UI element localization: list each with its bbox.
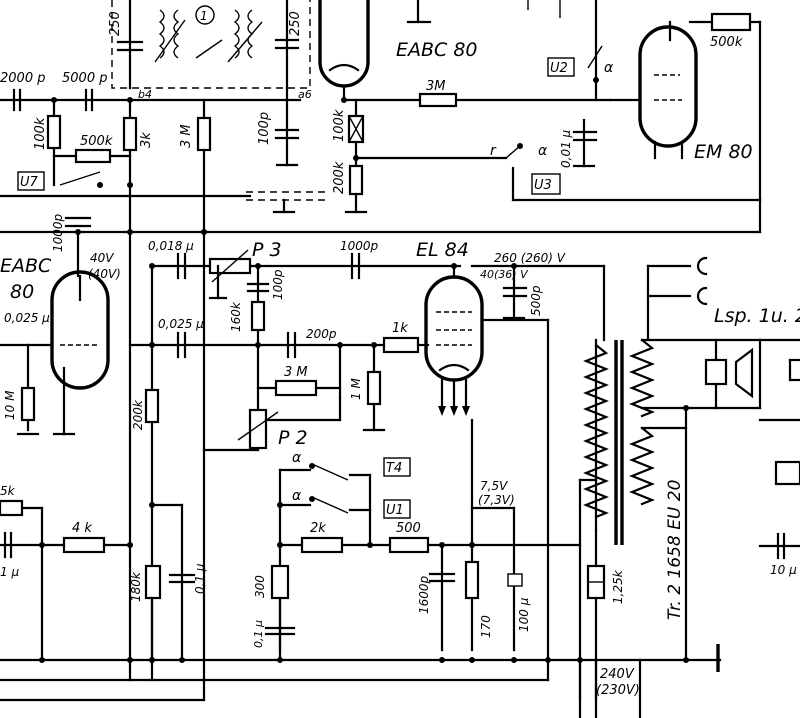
cap-200p-label: 200p: [306, 327, 337, 341]
voltage-7-3-label: (7,3V): [478, 493, 515, 507]
tube-eabc-left-label: EABC: [0, 255, 52, 277]
voltage-260-label: 260 (260) V: [494, 251, 566, 265]
res-10m-label: 10 M: [3, 390, 17, 420]
voltage-230-label: (230V): [596, 683, 640, 698]
cap-100u-label: 100 µ: [517, 597, 531, 632]
cap-100p-p3-label: 100p: [271, 269, 285, 300]
transformer-label: Tr. 2 1658 EU 20: [665, 480, 685, 620]
label-b4: b4: [138, 88, 152, 101]
tube-80-left-label: 80: [10, 281, 34, 303]
contact-alpha-u2-label: α: [604, 60, 614, 76]
res-200k-column-label: 200k: [131, 399, 145, 430]
res-200k-detector-label: 200k: [332, 161, 347, 194]
lower-left-network: [0, 499, 196, 662]
input-network: [0, 88, 252, 682]
tube-eabc80-top-label: EABC 80: [396, 39, 478, 61]
cap-250-right: 250: [288, 11, 303, 36]
tube-em80-label: EM 80: [694, 141, 753, 163]
res-500k-left-label: 500k: [80, 134, 113, 149]
res-300-label: 300: [253, 575, 267, 598]
contact-r-label: r: [490, 143, 497, 159]
potentiometer-p3-label: P 3: [252, 239, 282, 261]
res-2k-label: 2k: [310, 521, 326, 536]
switch-u3-label: U3: [534, 178, 552, 193]
voltage-40v-label: 40V: [90, 251, 114, 265]
cap-500p-label: 500p: [529, 285, 543, 316]
res-500k-em-label: 500k: [710, 35, 743, 50]
cap-250-left: 250: [108, 11, 123, 36]
cap-1u-label: 1 µ: [0, 565, 19, 579]
alpha-t4-lower-label: α: [292, 488, 302, 504]
res-3m-vertical-label: 3 M: [179, 124, 194, 148]
res-5k-label: 5k: [0, 484, 16, 498]
cap-0025-mid-label: 0,025 µ: [158, 317, 204, 331]
res-160k-label: 160k: [229, 301, 243, 332]
detector-network: [128, 86, 762, 702]
voltage-40v-paren-label: (40V): [88, 267, 121, 281]
cap-2000p-label: 2000 p: [0, 71, 45, 86]
cap-5000p-label: 5000 p: [62, 71, 107, 86]
alpha-t4-upper-label: α: [292, 450, 302, 466]
res-1m-label: 1 M: [349, 378, 363, 400]
cap-001-u2-label: 0,01 µ: [559, 129, 573, 168]
res-200k-column: [144, 388, 160, 424]
em80-section: [527, 0, 762, 202]
res-100k-left-label: 100k: [33, 117, 48, 150]
cap-0018-label: 0,018 µ: [148, 239, 194, 253]
res-3m-feedback-label: 3 M: [284, 365, 308, 380]
if-filter-box: [111, 0, 311, 90]
cap-1600p-label: 1600p: [417, 575, 431, 614]
voltage-40-36-label: 40(36) V: [480, 268, 529, 281]
preamp-section: [0, 216, 762, 436]
voltage-7-5-label: 7,5V: [480, 479, 508, 493]
res-180k-label: 180k: [129, 571, 143, 602]
cap-10u-label: 10 µ: [770, 563, 797, 577]
if-circle-number: 1: [200, 9, 208, 23]
res-125k-label: 1,25k: [611, 569, 625, 604]
switch-u2-label: U2: [550, 61, 568, 76]
label-a6: a6: [298, 88, 312, 101]
output-transformer: [578, 256, 800, 702]
res-3k-label: 3k: [139, 132, 154, 148]
voltage-240-label: 240V: [600, 667, 635, 682]
cap-01-bottom-label: 0,1 µ: [193, 563, 207, 594]
cap-100p-detector-label: 100p: [257, 112, 272, 145]
res-500-label: 500: [396, 521, 421, 536]
contact-alpha-u3-label: α: [538, 143, 548, 159]
res-1k-label: 1k: [392, 321, 408, 336]
switch-t4-label: T4: [386, 461, 402, 476]
switch-u7-label: U7: [20, 175, 39, 190]
res-3m-em-label: 3M: [426, 79, 446, 94]
cap-01-cathode-label: 0,1 µ: [252, 620, 265, 648]
speaker-label: Lsp. 1u. 2: [714, 305, 800, 327]
res-170-label: 170: [479, 615, 493, 638]
cap-1000p-el84-label: 1000p: [340, 239, 379, 253]
switch-u1-label: U1: [386, 503, 404, 518]
cap-1000p-left-label: 1000p: [51, 213, 65, 252]
potentiometer-p2-label: P 2: [278, 427, 308, 449]
cap-0025-left-label: 0,025 µ: [4, 311, 50, 325]
cathode-network: [264, 418, 582, 652]
power-rails: [0, 543, 722, 718]
res-100k-detector-label: 100k: [332, 109, 347, 142]
el84-tube: [424, 263, 606, 682]
res-4k-label: 4 k: [72, 521, 92, 536]
tube-el84-label: EL 84: [416, 239, 469, 261]
